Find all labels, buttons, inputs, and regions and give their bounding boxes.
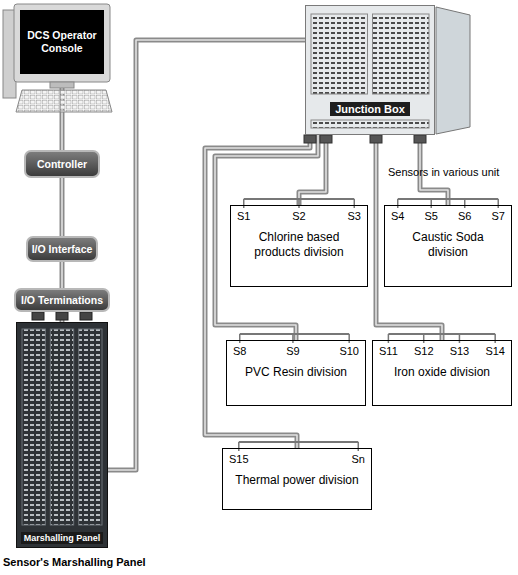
- io-interface-module: I/O Interface: [26, 236, 98, 262]
- sensor-tag: S5: [425, 210, 438, 224]
- sensor-row: S4 S5 S6 S7: [391, 210, 505, 224]
- sensor-drop: [358, 442, 360, 451]
- sensor-tag: S2: [292, 210, 305, 224]
- cable-plug: [80, 312, 92, 320]
- division-name: Caustic Soda division: [391, 230, 505, 260]
- cable-plug: [32, 312, 44, 320]
- node-label: I/O Interface: [32, 243, 93, 255]
- keyboard: [16, 90, 112, 112]
- rack-art: [17, 323, 107, 547]
- terminal-rack: [22, 329, 45, 525]
- division-box: S1 S2 S3Chlorine based products division: [230, 205, 368, 287]
- sensor-tag: S10: [339, 345, 359, 359]
- cabinet-door: [436, 7, 470, 134]
- marshalling-panel: Marshalling Panel: [16, 322, 108, 548]
- sensor-drop: [354, 199, 356, 208]
- sensor-tag: S8: [233, 345, 246, 359]
- cable-connector: [62, 262, 63, 288]
- cable-connector: [205, 135, 310, 448]
- cable-core: [61, 262, 63, 288]
- division-name: Chlorine based products division: [237, 230, 361, 260]
- monitor-bezel: [14, 4, 110, 82]
- terminal-rack: [373, 14, 430, 94]
- node-label: Controller: [37, 158, 87, 170]
- sensor-bus: [388, 333, 495, 335]
- division-box: S8 S9 S10PVC Resin division: [226, 340, 366, 406]
- console-screen: DCS Operator Console: [20, 10, 104, 74]
- sensor-tag: S7: [492, 210, 505, 224]
- sensor-bus: [240, 333, 349, 335]
- sensor-tag: Sn: [352, 453, 365, 467]
- node-label: Junction Box: [330, 102, 410, 116]
- sensor-drop: [388, 334, 390, 343]
- sensor-drop: [238, 442, 240, 451]
- sensor-bus: [398, 198, 499, 200]
- cable-connector: [62, 178, 63, 236]
- sensor-drop: [464, 199, 466, 208]
- sensor-tag: S6: [458, 210, 471, 224]
- sensor-tag: S9: [286, 345, 299, 359]
- node-label: I/O Terminations: [21, 294, 103, 306]
- terminal-rack: [50, 329, 73, 525]
- sensor-row: S15 Sn: [229, 453, 365, 467]
- sensor-row: S1 S2 S3: [237, 210, 361, 224]
- sensor-bus: [239, 441, 358, 443]
- sensor-tag: S13: [450, 345, 470, 359]
- division-box: S4 S5 S6 S7Caustic Soda division: [384, 205, 512, 287]
- division-name: Thermal power division: [229, 473, 365, 488]
- junction-box: Junction Box: [305, 5, 435, 135]
- sensor-drop: [243, 199, 245, 208]
- monitor-stand: [50, 82, 74, 88]
- cable-plug: [304, 135, 316, 143]
- sensor-row: S11 S12 S13 S14: [379, 345, 505, 359]
- sensor-drop: [397, 199, 399, 208]
- sensor-tag: S3: [348, 210, 361, 224]
- cable-line: [205, 135, 310, 448]
- controller-module: Controller: [24, 150, 100, 178]
- division-name: Iron oxide division: [379, 365, 505, 380]
- section-caption: Sensors in various unit: [388, 166, 499, 178]
- cable-line: [60, 262, 65, 288]
- sensor-drop: [292, 334, 294, 343]
- panel-caption: Sensor's Marshalling Panel: [3, 556, 146, 568]
- sensor-tag: S15: [229, 453, 249, 467]
- sensor-drop: [348, 334, 350, 343]
- division-box: S15 SnThermal power division: [222, 448, 372, 510]
- sensor-drop: [430, 199, 432, 208]
- io-terminations-module: I/O Terminations: [14, 288, 110, 312]
- cable-core: [61, 178, 63, 236]
- sensor-drop: [494, 334, 496, 343]
- cable-plug: [320, 135, 332, 143]
- sensor-row: S8 S9 S10: [233, 345, 359, 359]
- sensor-tag: S1: [237, 210, 250, 224]
- sensor-tag: S14: [485, 345, 505, 359]
- sensor-tag: S11: [379, 345, 398, 359]
- cable-plug: [56, 312, 68, 320]
- cable-line: [60, 178, 65, 236]
- division-box: S11 S12 S13 S14Iron oxide division: [372, 340, 512, 406]
- terminal-rack: [311, 14, 368, 94]
- cable-plug: [370, 135, 382, 143]
- sensor-drop: [459, 334, 461, 343]
- sensor-tag: S4: [391, 210, 404, 224]
- terminal-rack: [79, 329, 102, 525]
- sensor-drop: [423, 334, 425, 343]
- cable-plug: [414, 135, 426, 143]
- sensor-drop: [298, 199, 300, 208]
- sensor-tag: S12: [414, 345, 434, 359]
- sensor-drop: [497, 199, 499, 208]
- node-label: DCS Operator Console: [23, 29, 101, 55]
- sensor-drop: [239, 334, 241, 343]
- division-name: PVC Resin division: [233, 365, 359, 380]
- terminal-rack: [311, 120, 429, 128]
- node-label: Marshalling Panel: [21, 532, 104, 544]
- cable-core: [205, 135, 310, 448]
